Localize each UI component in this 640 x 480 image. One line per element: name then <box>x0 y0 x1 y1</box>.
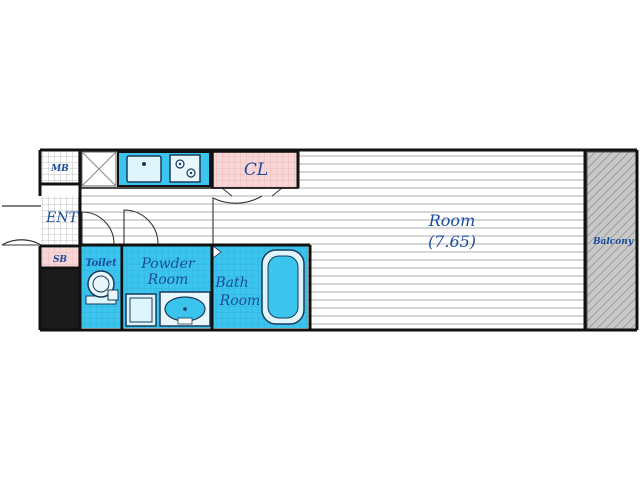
toilet-label: Toilet <box>85 258 117 269</box>
stove <box>169 154 201 183</box>
powder-door <box>123 209 159 245</box>
walls <box>38 148 639 332</box>
entrance-area <box>41 196 79 244</box>
main-room-floor <box>298 152 584 328</box>
room-label: Room <box>428 211 475 230</box>
meter-box-area <box>41 152 79 182</box>
kitchen-sink <box>126 155 162 183</box>
entrance-door <box>1 205 42 246</box>
ent-label: ENT <box>45 210 79 226</box>
toilet-door <box>81 211 115 245</box>
balcony-label: Balcony <box>592 237 634 247</box>
corridor-floor <box>80 188 300 244</box>
washing-machine <box>125 293 157 327</box>
powder-room-label-2: Room <box>147 272 189 288</box>
room-door <box>212 195 263 244</box>
sb-label: SB <box>53 255 67 265</box>
pipe-shaft <box>41 268 79 329</box>
shoe-box-area <box>41 248 79 268</box>
balcony-area <box>586 151 638 330</box>
mb-label: MB <box>50 164 69 174</box>
cl-label: CL <box>244 160 268 180</box>
room-size-label: (7.65) <box>428 232 476 251</box>
bath-room-label-2: Room <box>219 293 261 309</box>
bath-room-label-1: Bath <box>214 275 248 291</box>
powder-room-label-1: Powder <box>140 256 196 272</box>
